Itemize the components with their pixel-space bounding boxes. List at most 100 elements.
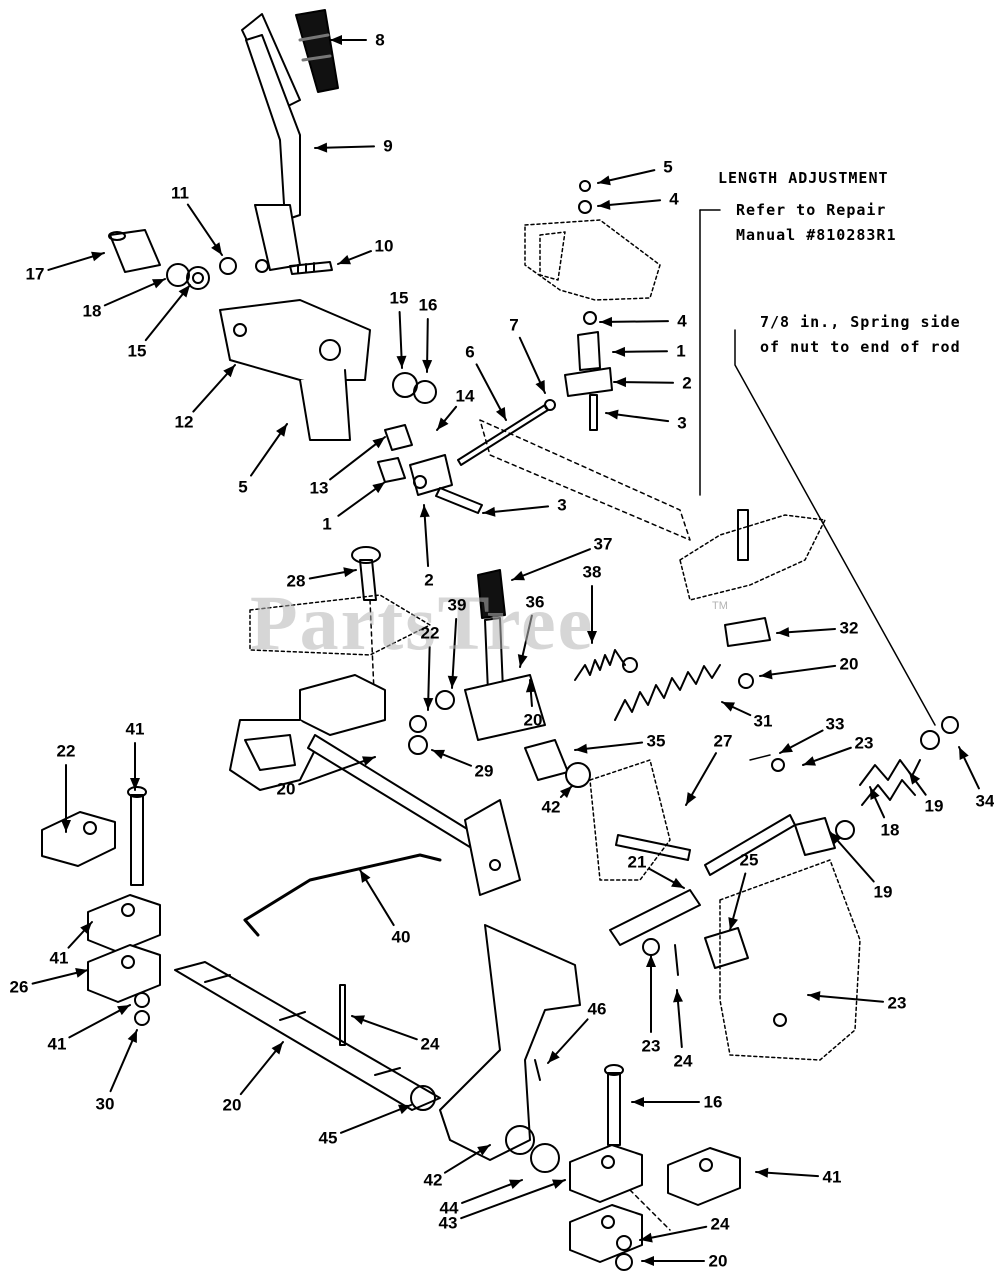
arrowhead-23 [646,955,656,967]
arrowhead-28 [343,567,356,578]
callout-17: 17 [25,264,45,284]
callout-43: 43 [438,1213,458,1233]
watermark-trademark: TM [712,600,728,612]
callout-40: 40 [391,927,411,947]
callout-41: 41 [822,1167,842,1187]
callout-35: 35 [646,731,666,751]
callout-19: 19 [873,882,893,902]
callout-5: 5 [238,477,248,497]
callout-41: 41 [47,1034,67,1054]
callout-2: 2 [424,570,434,590]
callout-29: 29 [474,761,494,781]
callout-26: 26 [9,977,29,997]
arrowhead-33 [780,742,793,753]
arrowhead-31 [722,702,735,712]
arrowhead-12 [223,365,235,378]
pedal-assembly [229,329,959,1061]
note-spring-line1: 7/8 in., Spring side [760,313,961,331]
callout-18: 18 [82,301,102,321]
callout-24: 24 [673,1051,693,1071]
callout-20: 20 [222,1095,242,1115]
callout-12: 12 [174,412,194,432]
callout-20: 20 [523,710,543,730]
callout-31: 31 [753,711,773,731]
callout-23: 23 [641,1036,661,1056]
leader-line-20 [298,756,376,786]
arrowhead-41 [130,778,140,790]
arrowhead-7 [535,380,545,393]
arrowhead-2 [614,377,627,388]
arrowhead-38 [587,631,597,643]
callout-41: 41 [49,948,69,968]
callout-39: 39 [447,595,467,615]
arrowhead-18 [152,279,165,289]
callout-16: 16 [418,295,438,315]
arrowhead-15 [178,285,190,298]
arrowhead-14 [437,417,449,430]
arrowhead-2 [419,505,430,518]
arrowhead-22 [61,820,71,832]
callout-1: 1 [676,341,686,361]
callout-20: 20 [276,779,296,799]
arrowhead-5 [598,175,611,186]
callout-30: 30 [95,1094,115,1114]
note-length-adjustment-line2: Manual #810283R1 [736,226,897,244]
callout-7: 7 [509,315,519,335]
arrowhead-41 [117,1005,130,1016]
callout-32: 32 [839,618,859,638]
callout-3: 3 [677,413,687,433]
arrowhead-5 [276,424,287,437]
callout-5: 5 [663,157,673,177]
arrowhead-25 [728,917,738,930]
arrowhead-22 [423,697,434,710]
arrowhead-10 [338,254,351,265]
callout-20: 20 [708,1251,728,1271]
arrowhead-41 [756,1167,769,1178]
arrowhead-42 [477,1145,490,1156]
callout-23: 23 [887,993,907,1013]
leader-line-43 [460,1179,566,1220]
leader-arrows [31,35,980,1266]
callout-41: 41 [125,719,145,739]
callout-28: 28 [286,571,306,591]
arrowhead-39 [447,675,458,688]
arrowhead-44 [509,1179,522,1189]
arrowhead-24 [352,1015,365,1025]
callout-23: 23 [854,733,874,753]
arrowhead-46 [548,1050,560,1063]
shift-lever-assembly [108,9,721,541]
arrowhead-20 [760,669,773,680]
callout-10: 10 [374,236,394,256]
callout-27: 27 [713,731,733,751]
arrowhead-13 [372,437,385,449]
callout-45: 45 [318,1128,338,1148]
arrowhead-24 [640,1232,653,1243]
callout-42: 42 [423,1170,443,1190]
note-length-adjustment-title: LENGTH ADJUSTMENT [718,169,889,187]
arrowhead-20 [362,756,375,766]
leader-line-23 [807,994,885,1003]
arrowhead-4 [600,316,613,327]
arrowhead-21 [671,877,684,888]
arrowhead-15 [396,355,407,368]
callout-4: 4 [677,311,687,331]
callout-33: 33 [825,714,845,734]
arrowhead-42 [559,786,572,799]
callout-19: 19 [924,796,944,816]
callout-22: 22 [420,623,440,643]
callout-34: 34 [975,791,994,811]
arrowhead-32 [777,627,790,638]
callout-8: 8 [375,30,385,50]
callout-37: 37 [593,534,613,554]
arrowhead-29 [432,749,445,760]
arrowhead-3 [483,506,496,517]
arrowhead-34 [959,747,969,760]
arrowhead-30 [127,1030,137,1043]
arrowhead-18 [870,787,880,800]
callout-14: 14 [455,386,475,406]
arrowhead-9 [315,142,328,153]
lower-shaft-assembly [41,786,741,1271]
callout-24: 24 [420,1034,440,1054]
arrowhead-20 [271,1042,283,1055]
